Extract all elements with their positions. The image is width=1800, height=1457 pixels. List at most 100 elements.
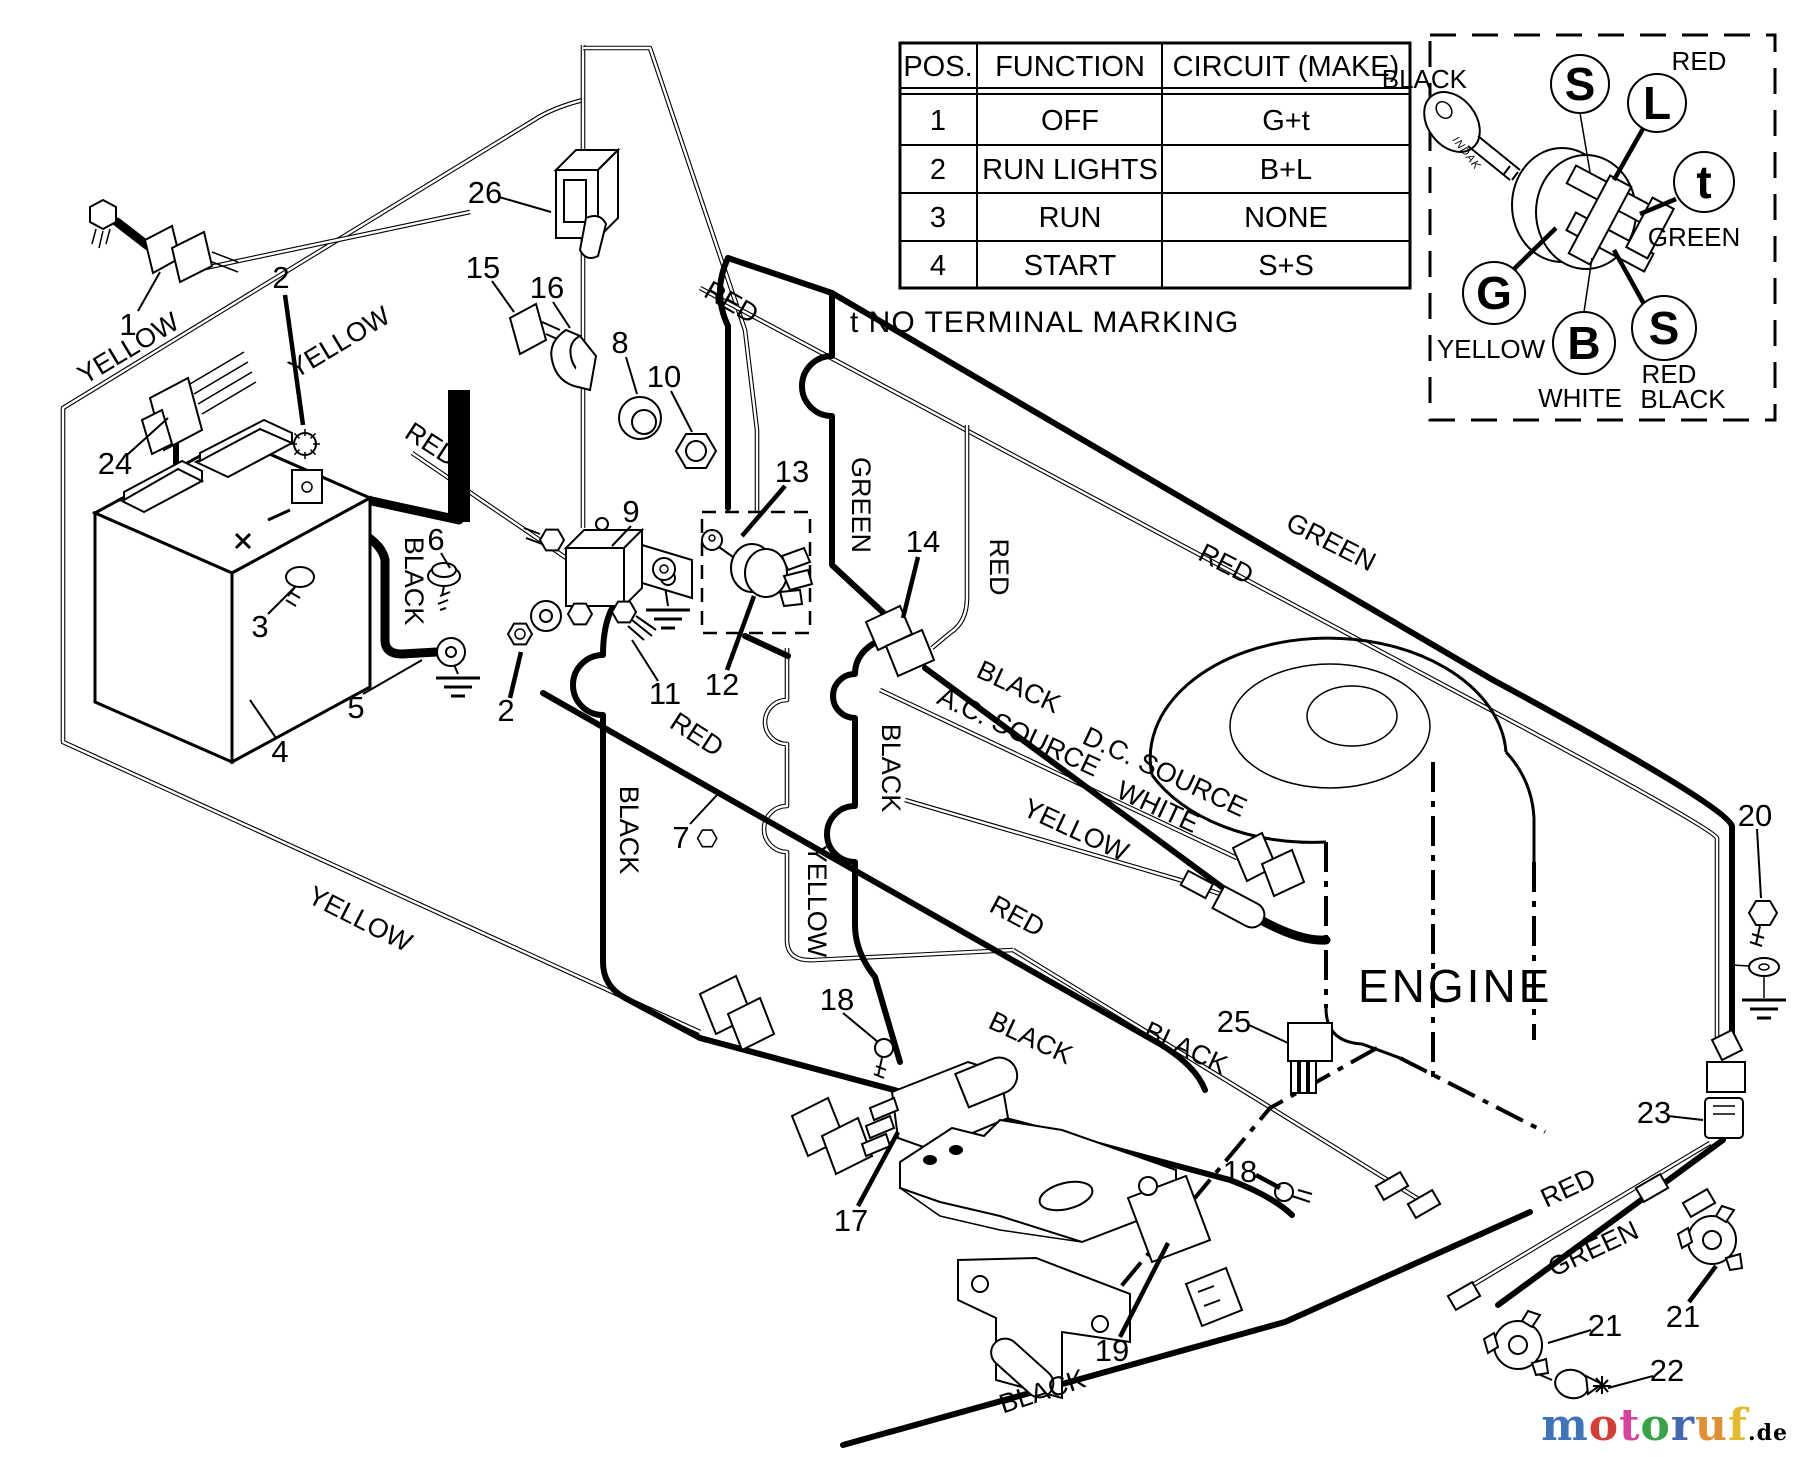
- ground-icon: [434, 676, 482, 698]
- solenoid-stud: [539, 528, 565, 552]
- black-wire-bottom: [840, 1209, 1533, 1448]
- wire-label-yellow: YELLOW: [303, 880, 417, 958]
- key-wire-yellow: YELLOW: [1437, 334, 1546, 364]
- green-wire-long: [829, 290, 1735, 1043]
- cell-function-3: RUN: [1039, 202, 1102, 234]
- screw-11: [611, 600, 657, 641]
- part-label-23: 23: [1637, 1095, 1671, 1130]
- part-label-15: 15: [466, 250, 500, 285]
- part-label-17: 17: [834, 1203, 868, 1238]
- nut-2b: [507, 622, 533, 646]
- wire-label-black: BLACK: [399, 537, 429, 626]
- engine: ENGINE: [1148, 636, 1552, 1060]
- interlock-switch: [860, 1056, 1019, 1158]
- terminal-circles: S L t G B S: [1462, 54, 1735, 375]
- key-wire-red2: RED: [1642, 359, 1697, 389]
- watermark-letter: m: [1541, 1400, 1589, 1451]
- cell-pos-3: 3: [930, 202, 946, 234]
- watermark-letter: o: [1588, 1400, 1620, 1451]
- key-switch-detail: INDAK S L t G B S BLACK RED GREEN YELLOW…: [1382, 33, 1777, 422]
- wire-label-black: BLACK: [876, 724, 906, 813]
- function-table: POS. FUNCTION CIRCUIT (MAKE) 1 OFF G+t 2…: [850, 41, 1412, 339]
- ground-icon: [1740, 998, 1788, 1020]
- wire-label-yellow: YELLOW: [283, 300, 395, 384]
- key-detail-dashed-box: [1428, 33, 1777, 422]
- cell-function-4: START: [1024, 250, 1117, 282]
- part-label-16: 16: [530, 270, 564, 305]
- engine-connectors: [1179, 831, 1306, 929]
- part-label-2: 2: [272, 260, 289, 295]
- wire-label-black: BLACK: [614, 786, 644, 875]
- black-engine-wire: [922, 665, 1233, 896]
- terminal-wire-labels: BLACK RED GREEN YELLOW WHITE RED BLACK: [1382, 46, 1741, 414]
- neg-mark: [234, 532, 252, 550]
- table-header-circuit: CIRCUIT (MAKE): [1173, 51, 1400, 83]
- switch-19: [1126, 1174, 1244, 1328]
- wire-label-red: RED: [984, 538, 1014, 595]
- wire-label-green: GREEN: [1543, 1215, 1643, 1283]
- nut-10: [674, 433, 718, 469]
- part-label-18a: 18: [820, 982, 854, 1017]
- watermark-letter: o: [1640, 1400, 1671, 1451]
- table-row: 4 START S+S: [930, 250, 1314, 282]
- bracket-b: [957, 1256, 1131, 1400]
- part-label-21a: 21: [1588, 1308, 1622, 1343]
- part-label-5: 5: [347, 690, 364, 725]
- connector-14: [864, 604, 936, 678]
- engine-label: ENGINE: [1358, 960, 1552, 1012]
- connector-24: [140, 351, 257, 456]
- screw-18a: [696, 829, 894, 1079]
- terminal-l: L: [1643, 77, 1671, 129]
- plug-25: [1287, 1022, 1333, 1094]
- key-wire-green: GREEN: [1648, 222, 1740, 252]
- keyswitch-12: [700, 510, 814, 635]
- connector-1: [89, 198, 239, 284]
- part-label-13: 13: [775, 454, 809, 489]
- screw-6: [427, 562, 461, 611]
- green-lamp-wire: [1495, 1137, 1726, 1308]
- part-label-1: 1: [119, 307, 136, 342]
- terminal-s-bottom: S: [1649, 302, 1680, 354]
- lock-washer: [289, 428, 321, 460]
- solenoid-ground-wire: [570, 600, 703, 1041]
- terminal-g: G: [1476, 267, 1512, 319]
- wire-label-green: GREEN: [846, 457, 876, 553]
- cell-function-1: OFF: [1041, 105, 1099, 137]
- key-wire-black2: BLACK: [1640, 384, 1726, 414]
- part-label-4: 4: [271, 734, 288, 769]
- part-label-7: 7: [672, 820, 689, 855]
- cell-function-2: RUN LIGHTS: [982, 154, 1158, 186]
- key-wire-white: WHITE: [1538, 383, 1622, 413]
- switch-body: [1511, 147, 1676, 273]
- pos-mark: [267, 508, 291, 522]
- black-vertical-wire: [824, 637, 903, 1065]
- cell-pos-4: 4: [930, 250, 946, 282]
- part-label-6: 6: [427, 522, 444, 557]
- wire-label-yellow: YELLOW: [802, 845, 832, 958]
- part-label-12: 12: [705, 667, 739, 702]
- cell-circuit-4: S+S: [1258, 250, 1314, 282]
- watermark-letter: u: [1695, 1400, 1729, 1451]
- lamp-socket-21b: [1677, 1205, 1743, 1271]
- wire-label-red: RED: [665, 706, 729, 762]
- part-label-19: 19: [1095, 1333, 1129, 1368]
- black-wire-lower: [697, 1035, 1295, 1218]
- cell-circuit-2: B+L: [1260, 154, 1312, 186]
- key-indak: INDAK: [1423, 91, 1521, 181]
- wire-label-red: RED: [1536, 1162, 1600, 1213]
- part-label-21b: 21: [1666, 1299, 1700, 1334]
- part-label-24: 24: [98, 446, 132, 481]
- connector-stack-23: [1704, 1028, 1746, 1139]
- part-label-9: 9: [622, 494, 639, 529]
- dashed-box-13: [700, 510, 812, 635]
- lamp-socket-21a: [1483, 1310, 1549, 1376]
- watermark-letter: t: [1619, 1400, 1641, 1451]
- wire-label-red: RED: [1194, 538, 1258, 591]
- part-label-18b: 18: [1223, 1154, 1257, 1189]
- terminal-t: t: [1696, 156, 1711, 208]
- ring-terminal-solenoid: [652, 557, 676, 581]
- table-footnote: t NO TERMINAL MARKING: [850, 306, 1239, 339]
- table-header-function: FUNCTION: [995, 51, 1145, 83]
- battery: [91, 418, 374, 765]
